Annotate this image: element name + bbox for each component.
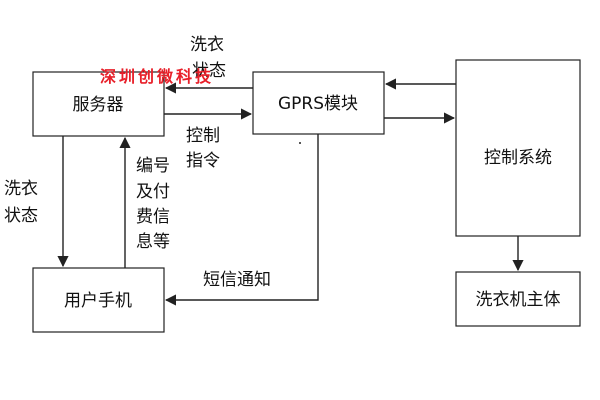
server-box: [32, 71, 165, 137]
label-wash-status-top-1: 洗衣: [190, 35, 224, 55]
phone-box: [32, 267, 165, 333]
label-id-pay-3: 费信: [136, 207, 170, 227]
washer-node: 洗衣机主体: [455, 271, 581, 327]
label-control-cmd-1: 控制: [186, 126, 220, 146]
watermark-text: 深圳创微科技: [100, 67, 214, 86]
label-id-pay-1: 编号: [136, 156, 170, 176]
arrow-gprs-to-phone: [164, 134, 319, 306]
gprs-label: GPRS模块: [278, 94, 358, 114]
control-system-label: 控制系统: [484, 148, 552, 168]
control-system-box: [455, 59, 581, 237]
label-wash-status-top-2: 状态: [192, 61, 226, 81]
server-node: 服务器: [32, 71, 165, 137]
phone-node: 用户手机: [32, 267, 165, 333]
label-wash-status-left-1: 洗衣: [4, 179, 38, 199]
label-sms-notify: 短信通知: [203, 270, 271, 290]
phone-label: 用户手机: [64, 291, 132, 311]
washer-box: [455, 271, 581, 327]
label-id-pay-2: 及付: [136, 182, 170, 202]
stray-dot: [299, 142, 301, 144]
gprs-node: GPRS模块: [252, 71, 385, 135]
washer-label: 洗衣机主体: [476, 290, 561, 310]
control-system-node: 控制系统: [455, 59, 581, 237]
label-control-cmd-2: 指令: [186, 151, 220, 171]
label-id-pay-4: 息等: [136, 232, 170, 252]
server-label: 服务器: [73, 95, 124, 115]
label-wash-status-left-2: 状态: [4, 206, 38, 226]
